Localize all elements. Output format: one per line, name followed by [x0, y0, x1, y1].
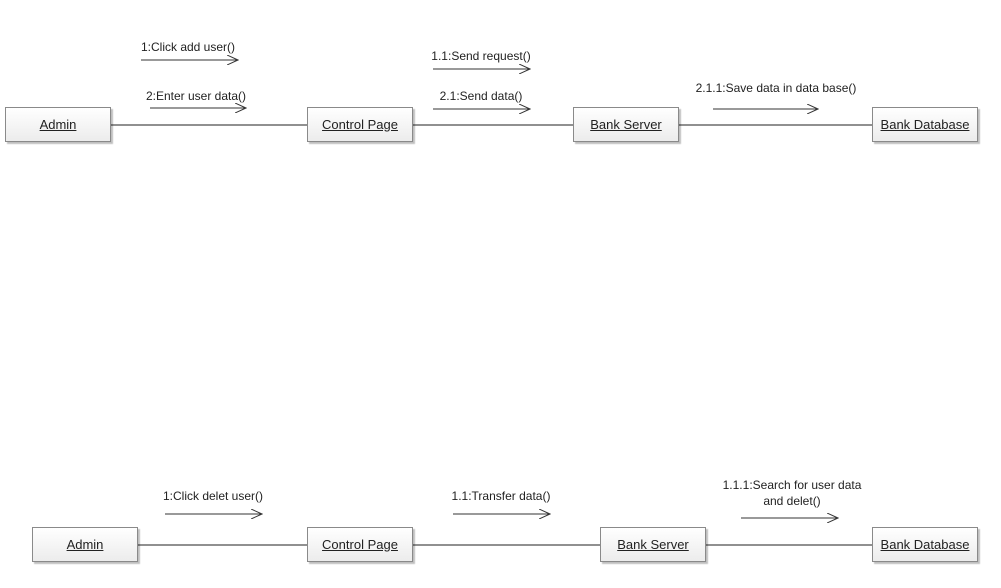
message-send-request: 1.1:Send request()	[431, 49, 531, 63]
object-bank-server-top[interactable]: Bank Server	[573, 107, 679, 142]
object-bank-database-top-label: Bank Database	[880, 117, 970, 132]
object-control-page-bottom[interactable]: Control Page	[307, 527, 413, 562]
object-bank-database-bottom[interactable]: Bank Database	[872, 527, 978, 562]
object-bank-server-top-label: Bank Server	[590, 117, 662, 132]
object-admin-bottom-label: Admin	[66, 537, 104, 552]
object-control-page-top-label: Control Page	[322, 117, 398, 132]
message-search-delet: 1.1.1:Search for user data and delet()	[722, 478, 862, 508]
message-send-data: 2.1:Send data()	[439, 89, 523, 103]
object-bank-server-bottom[interactable]: Bank Server	[600, 527, 706, 562]
object-admin-top-label: Admin	[39, 117, 77, 132]
object-admin-bottom[interactable]: Admin	[32, 527, 138, 562]
object-bank-server-bottom-label: Bank Server	[617, 537, 689, 552]
object-admin-top[interactable]: Admin	[5, 107, 111, 142]
object-bank-database-top[interactable]: Bank Database	[872, 107, 978, 142]
message-enter-user-data: 2:Enter user data()	[145, 89, 247, 103]
object-control-page-top[interactable]: Control Page	[307, 107, 413, 142]
message-transfer-data: 1.1:Transfer data()	[451, 489, 551, 503]
message-click-delet-user: 1:Click delet user()	[162, 489, 264, 503]
object-bank-database-bottom-label: Bank Database	[880, 537, 970, 552]
message-save-data: 2.1.1:Save data in data base()	[695, 81, 857, 95]
message-click-add-user: 1:Click add user()	[140, 40, 236, 54]
object-control-page-bottom-label: Control Page	[322, 537, 398, 552]
